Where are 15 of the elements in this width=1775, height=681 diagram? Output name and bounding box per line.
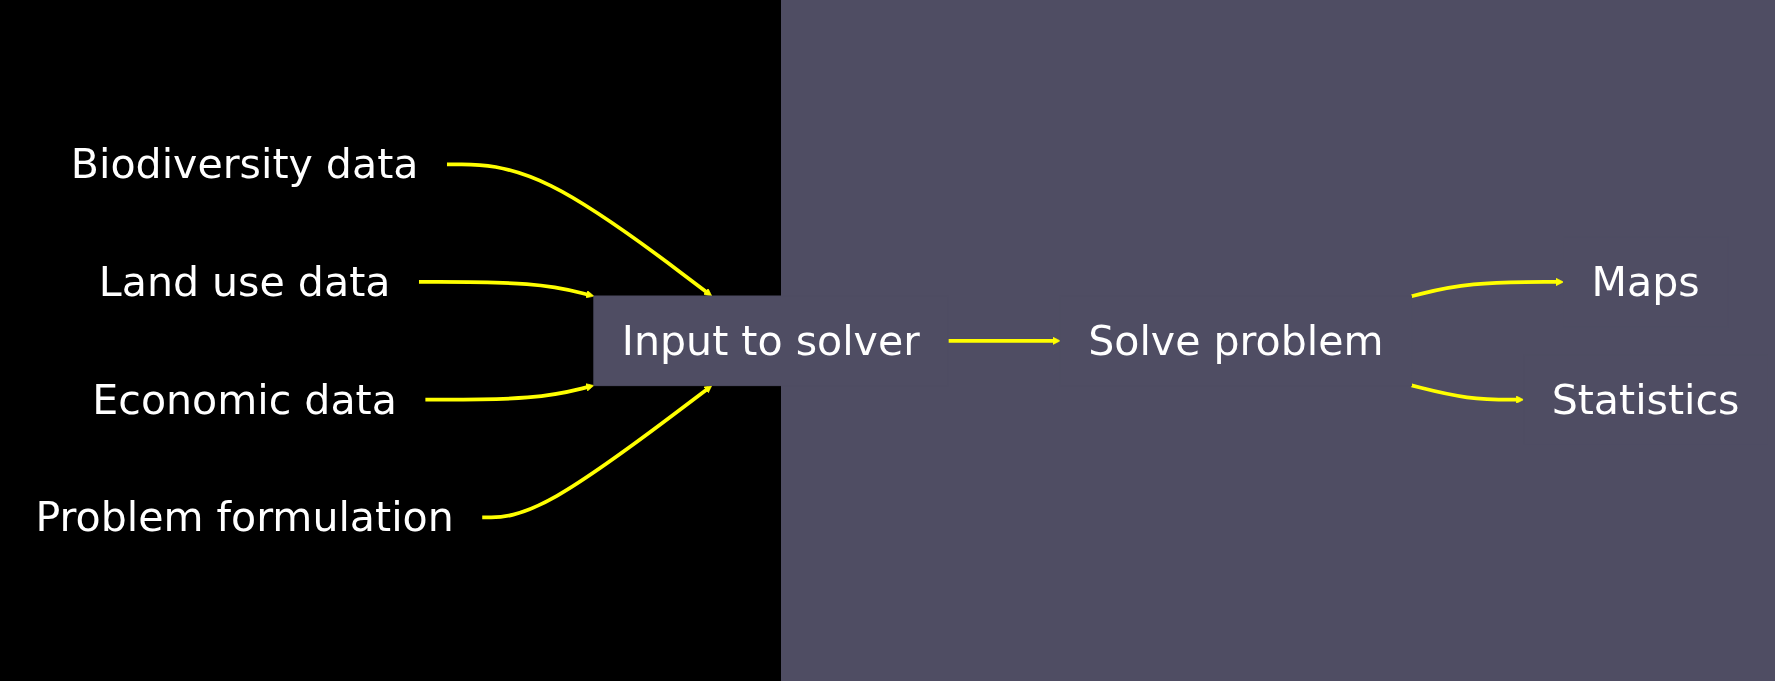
- arrow: [446, 162, 713, 297]
- arrow: [481, 384, 713, 519]
- arrow: [1411, 277, 1564, 298]
- node-text: Solve problem: [1088, 316, 1384, 364]
- node-text: Maps: [1591, 257, 1700, 306]
- node-text: Land use data: [98, 257, 391, 306]
- arrow: [948, 336, 1061, 345]
- node-box: Input to solver: [593, 295, 949, 386]
- node-text: Statistics: [1551, 375, 1740, 423]
- node-text: Problem formulation: [35, 492, 454, 541]
- node-text: Biodiversity data: [70, 139, 419, 188]
- arrow: [1411, 383, 1524, 404]
- node-text: Economic data: [92, 375, 397, 423]
- arrow: [418, 279, 595, 298]
- arrow: [424, 383, 595, 402]
